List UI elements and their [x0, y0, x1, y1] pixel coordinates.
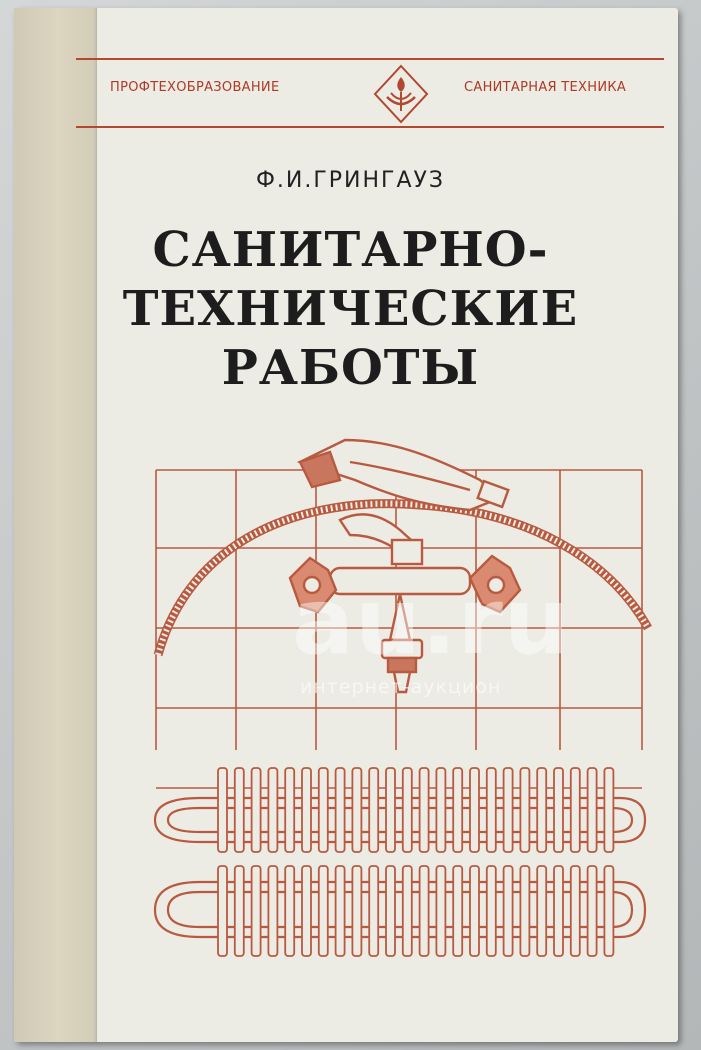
radiator-fin [519, 865, 531, 957]
radiator-fin [502, 865, 514, 957]
radiator-fin [469, 767, 480, 853]
radiator-fin [233, 865, 245, 957]
radiator-fin [469, 865, 480, 957]
radiator-fin [317, 865, 329, 957]
radiator-fin [385, 865, 396, 957]
series-label-right: САНИТАРНАЯ ТЕХНИКА [464, 80, 627, 95]
radiator-fin [351, 865, 363, 957]
radiator-fin [569, 767, 581, 853]
watermark-logo: au.ru [292, 568, 571, 675]
radiator-fin [553, 865, 564, 957]
radiator-fin [435, 767, 447, 853]
radiator-fin [553, 767, 564, 853]
series-bottom-rule [76, 126, 664, 128]
radiator-fin [368, 865, 380, 957]
publisher-emblem-icon [373, 64, 429, 124]
faucet-mixer [288, 513, 522, 694]
radiator-fin [435, 865, 447, 957]
radiator-fin [301, 865, 312, 957]
shower-head [296, 438, 510, 512]
radiator-fin [334, 767, 346, 853]
spine-edge [94, 8, 96, 1042]
radiator-fin [284, 865, 296, 957]
radiator-fin [485, 865, 497, 957]
book-title-line-2: ТЕХНИЧЕСКИЕ [122, 281, 579, 337]
radiator-fin [401, 865, 413, 957]
radiator-fin [284, 767, 296, 853]
radiator-fins-upper [217, 767, 615, 853]
series-top-rule [76, 58, 664, 60]
radiator-fin [603, 865, 615, 957]
radiator-fin [418, 767, 430, 853]
radiator-fin [368, 767, 380, 853]
radiator-fin [301, 767, 312, 853]
radiator-fin [452, 865, 464, 957]
book-title-line-3: РАБОТЫ [221, 340, 480, 396]
radiator-fin [519, 767, 531, 853]
radiator-fin [603, 767, 615, 853]
radiator-fin [250, 865, 262, 957]
radiator-fin [536, 865, 548, 957]
radiator-fin [250, 767, 262, 853]
radiator-fin [267, 767, 279, 853]
radiator-fin [217, 865, 228, 957]
radiator-fin [586, 767, 598, 853]
book-spine [14, 8, 97, 1042]
radiator-fin [502, 767, 514, 853]
radiator-fin [485, 767, 497, 853]
book-author: Ф.И.ГРИНГАУЗ [255, 168, 446, 193]
right-valve-handle [468, 554, 522, 614]
radiator-fin [233, 767, 245, 853]
radiator-fins-lower [217, 865, 615, 957]
radiator-fin [586, 865, 598, 957]
radiator-fin [217, 767, 228, 853]
radiator-fin [452, 767, 464, 853]
radiator-fin [418, 865, 430, 957]
radiator-fin [536, 767, 548, 853]
book-title-line-1: САНИТАРНО- [152, 222, 549, 278]
radiator-fin [317, 767, 329, 853]
radiator-fin [334, 865, 346, 957]
radiator-fin [267, 865, 279, 957]
radiator-coils [153, 796, 647, 939]
radiator-fin [351, 767, 363, 853]
left-valve-handle [288, 556, 338, 614]
radiator-fin [385, 767, 396, 853]
shower-hose [153, 499, 652, 657]
radiator-fin [569, 865, 581, 957]
radiator-fin [401, 767, 413, 853]
series-label-left: ПРОФТЕХОБРАЗОВАНИЕ [110, 80, 280, 95]
watermark-subtitle: интернет-аукцион [300, 676, 502, 698]
